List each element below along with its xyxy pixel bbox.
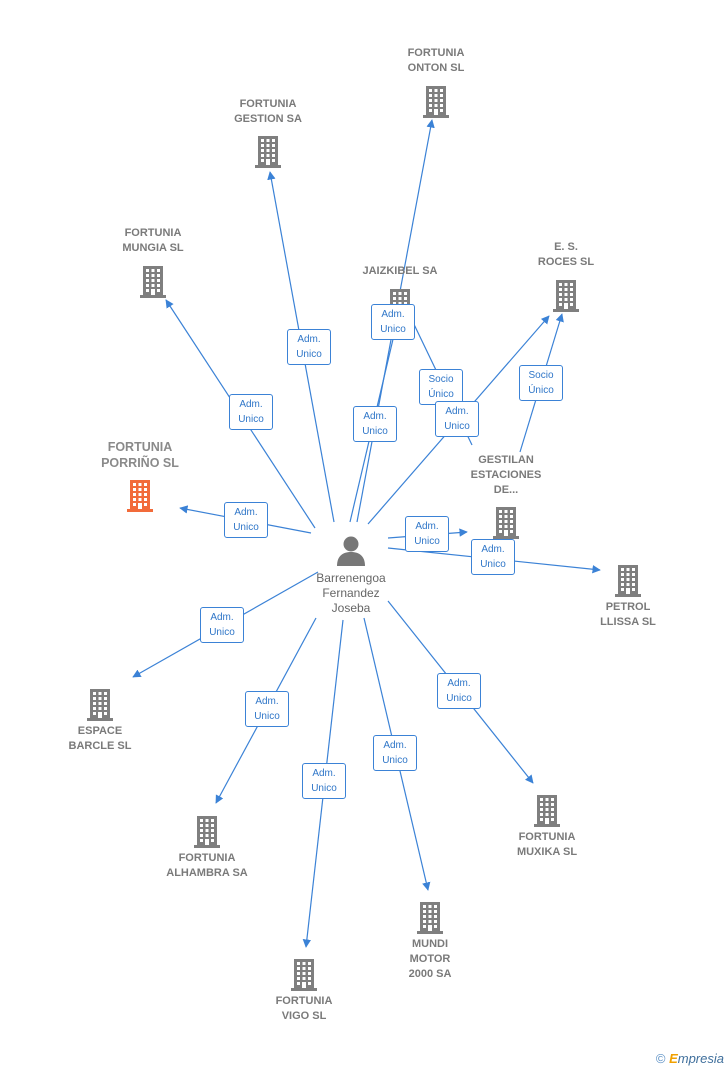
building-icon (140, 266, 166, 298)
person-name: Barrenengoa Fernandez Joseba (316, 571, 386, 615)
relation-label-petrol[interactable]: Adm. Unico (471, 539, 515, 575)
brand-initial: E (669, 1051, 678, 1066)
copyright-icon: © (655, 1051, 666, 1066)
building-icon (493, 507, 519, 539)
company-label: E. S. ROCES SL (537, 241, 595, 268)
relation-label-espace[interactable]: Adm. Unico (200, 607, 244, 643)
brand-name: mpresia (677, 1051, 724, 1066)
company-label: ESPACE BARCLE SL (68, 725, 132, 752)
company-label: GESTILAN ESTACIONES DE... (470, 454, 542, 496)
building-icon (127, 480, 153, 512)
relation-label-gestilan-roces[interactable]: Socio Único (519, 365, 563, 401)
company-label: FORTUNIA MUNGIA SL (122, 227, 184, 254)
relation-label-roces[interactable]: Adm. Unico (435, 401, 479, 437)
building-icon (534, 795, 560, 827)
relation-label-gestilan-jaizkibel[interactable]: Socio Único (419, 369, 463, 405)
relation-label-gestilan[interactable]: Adm. Unico (405, 516, 449, 552)
building-icon (417, 902, 443, 934)
relation-label-porrino[interactable]: Adm. Unico (224, 502, 268, 538)
building-icon (255, 136, 281, 168)
company-label: FORTUNIA ONTON SL (407, 47, 465, 74)
company-label: FORTUNIA GESTION SA (234, 98, 302, 125)
company-label: FORTUNIA VIGO SL (275, 995, 333, 1022)
company-label: FORTUNIA PORRIÑO SL (101, 440, 179, 470)
building-icon (553, 280, 579, 312)
company-label: PETROL LLISSA SL (600, 601, 656, 628)
company-label: FORTUNIA MUXIKA SL (516, 831, 578, 858)
relation-label-mungia[interactable]: Adm. Unico (229, 394, 273, 430)
building-icon (194, 816, 220, 848)
person-icon (337, 536, 365, 566)
footer-brand: © Empresia (656, 1051, 724, 1066)
company-label: JAIZKIBEL SA (362, 265, 438, 277)
company-label: FORTUNIA ALHAMBRA SA (166, 852, 248, 879)
building-icon (615, 565, 641, 597)
relation-label-mundi[interactable]: Adm. Unico (373, 735, 417, 771)
relation-label-gestion[interactable]: Adm. Unico (287, 329, 331, 365)
relation-label-vigo[interactable]: Adm. Unico (302, 763, 346, 799)
relation-label-muxika[interactable]: Adm. Unico (437, 673, 481, 709)
relation-label-jaizkibel[interactable]: Adm. Unico (353, 406, 397, 442)
building-icon (291, 959, 317, 991)
relation-label-onton[interactable]: Adm. Unico (371, 304, 415, 340)
building-icon (423, 86, 449, 118)
company-label: MUNDI MOTOR 2000 SA (408, 938, 452, 980)
relation-label-alhambra[interactable]: Adm. Unico (245, 691, 289, 727)
building-icon (87, 689, 113, 721)
